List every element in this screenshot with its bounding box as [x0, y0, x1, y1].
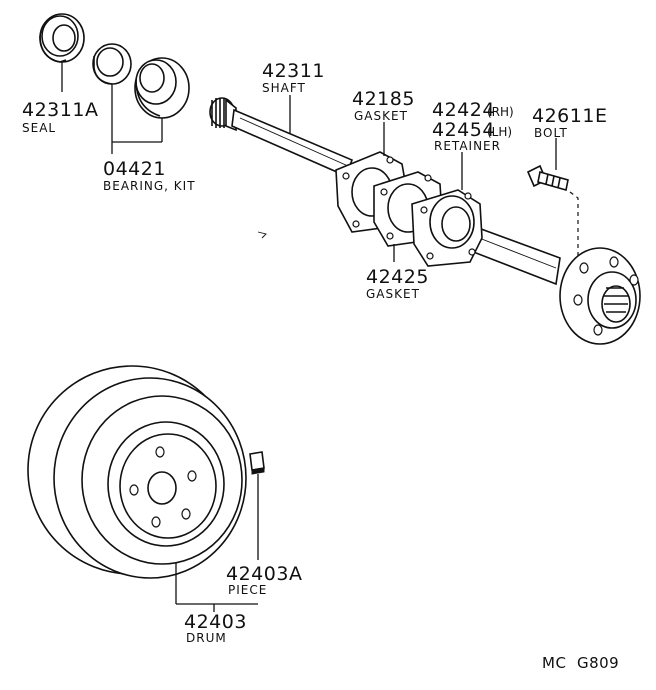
retainer-part-name: RETAINER — [434, 139, 501, 153]
drum-part-name: DRUM — [186, 631, 227, 645]
seal-part-name: SEAL — [22, 121, 56, 135]
brake-drum — [27, 365, 247, 579]
retainer-plate — [411, 189, 483, 267]
retainer-lh-number: 42454 — [432, 119, 495, 141]
hub-bolt — [526, 164, 569, 192]
bolt-part-number: 42611E — [532, 105, 607, 127]
retainer-lh-tag: (LH) — [487, 125, 512, 139]
piece-part-number: 42403A — [226, 563, 302, 585]
gasket-b-part-number: 42425 — [366, 266, 429, 288]
seal-part — [39, 13, 85, 63]
shaft-part-name: SHAFT — [262, 81, 306, 95]
bearing-cup — [134, 57, 190, 119]
shaft-part-number: 42311 — [262, 60, 325, 82]
drum-part-number: 42403 — [184, 611, 247, 633]
piece-part-name: PIECE — [228, 583, 267, 597]
gasket-a-part-name: GASKET — [354, 109, 408, 123]
axle-shaft — [209, 97, 641, 345]
stray-mark — [257, 231, 267, 239]
bearing-inner-race — [92, 43, 132, 85]
retainer-rh-tag: (RH) — [487, 105, 514, 119]
gasket-a-part-number: 42185 — [352, 88, 415, 110]
diagram-code: MC G809 — [542, 654, 619, 672]
retainer-rh-number: 42424 — [432, 99, 495, 121]
drum-piece — [249, 451, 265, 475]
gasket-b-part-name: GASKET — [366, 287, 420, 301]
seal-part-number: 42311A — [22, 99, 98, 121]
bolt-part-name: BOLT — [534, 126, 568, 140]
bearing-part-number: 04421 — [103, 158, 166, 180]
bearing-part-name: BEARING, KIT — [103, 179, 196, 193]
